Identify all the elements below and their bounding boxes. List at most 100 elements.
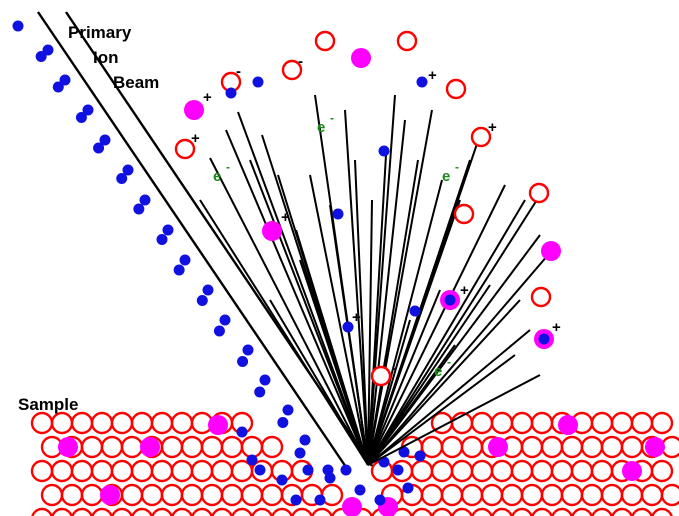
sputtered-atom-icon xyxy=(281,59,303,81)
primary-ion-icon xyxy=(294,447,306,459)
primary-ion-icon xyxy=(179,254,191,266)
primary-ion-icon xyxy=(139,194,151,206)
ejected-ion-icon xyxy=(416,76,428,88)
ejected-particles xyxy=(174,30,561,387)
charge-plus: + xyxy=(488,119,497,136)
primary-ion-icon xyxy=(246,454,258,466)
sample-atom-icon xyxy=(391,507,413,516)
sputtered-impurity-icon xyxy=(541,241,561,261)
impurity-atom-icon xyxy=(140,437,160,457)
trajectory-line xyxy=(367,254,549,466)
primary-ion-icon xyxy=(42,44,54,56)
sample-atom-icon xyxy=(291,507,313,516)
electron-symbol: e xyxy=(317,119,325,136)
charge-minus: - xyxy=(236,63,241,80)
primary-ion-icon xyxy=(52,81,64,93)
sputtered-atom-icon xyxy=(314,30,336,52)
primary-ion-icon xyxy=(162,224,174,236)
primary-ion-icon xyxy=(12,20,24,32)
primary-ion-icon xyxy=(122,164,134,176)
primary-ion-icon xyxy=(237,356,249,367)
sample-atom-icon xyxy=(311,507,333,516)
electron-sign: - xyxy=(330,111,334,125)
primary-ion-icon xyxy=(202,284,214,296)
electron-symbol: e xyxy=(434,363,442,380)
trajectory-line xyxy=(367,354,516,466)
trajectory-line xyxy=(367,299,521,466)
sample-atom-icon xyxy=(151,507,173,516)
primary-ion-icon xyxy=(225,87,237,99)
primary-ion-icon xyxy=(324,472,336,484)
sputtered-atom-icon xyxy=(445,78,467,100)
trajectory-line xyxy=(354,159,369,466)
primary-ion-icon xyxy=(93,142,105,154)
primary-ion-icon xyxy=(254,386,266,398)
primary-ion-icon xyxy=(276,474,288,486)
sample-atom-icon xyxy=(551,507,573,516)
primary-ion-icon xyxy=(378,145,390,157)
trajectory-line xyxy=(367,344,456,466)
sputtered-impurity-icon xyxy=(351,48,371,68)
primary-ion-icon xyxy=(35,51,47,62)
primary-ion-icon xyxy=(259,374,271,386)
primary-ion-icon xyxy=(374,494,386,506)
electron-symbol: e xyxy=(213,168,221,185)
sample-atom-icon xyxy=(660,483,679,507)
impurity-atom-icon xyxy=(622,461,642,481)
trajectory-line xyxy=(225,129,369,466)
trajectory-line xyxy=(367,199,526,466)
sputtered-atom-icon xyxy=(370,365,392,387)
trajectory-line xyxy=(367,179,443,466)
impurity-atom-icon xyxy=(100,485,120,505)
sample-atom-icon xyxy=(351,507,373,516)
ejected-ion-icon xyxy=(342,321,354,333)
trajectory-line xyxy=(367,284,491,466)
primary-ion-icon xyxy=(538,333,550,345)
electron-label-1: e - xyxy=(317,111,334,136)
charge-plus: + xyxy=(191,130,200,147)
sample-atom-icon xyxy=(331,507,353,516)
charge-plus: + xyxy=(352,309,361,326)
primary-ion-icon xyxy=(402,482,414,494)
sample-atom-icon xyxy=(191,507,213,516)
impurity-atom-icon xyxy=(208,415,228,435)
trajectory-line xyxy=(367,199,373,466)
primary-ion-icon xyxy=(75,112,87,123)
primary-ion-icon xyxy=(414,450,426,462)
sample-atom-icon xyxy=(31,507,53,516)
primary-ion-icon xyxy=(236,426,248,438)
primary-ion-icon xyxy=(378,456,390,468)
charge-plus: + xyxy=(203,89,212,106)
primary-ion-icon xyxy=(392,464,404,476)
primary-ion-icon xyxy=(302,464,314,476)
primary-ion-icon xyxy=(82,104,94,116)
sample-atom-icon xyxy=(51,507,73,516)
primary-ion-icon xyxy=(290,494,302,506)
primary-ion-icon xyxy=(254,464,266,476)
primary-ion-icon xyxy=(133,203,145,215)
electron-sign: - xyxy=(447,355,451,369)
sputtered-impurity-icon xyxy=(184,100,204,120)
sputtered-atom-icon xyxy=(528,182,550,204)
trajectory-line xyxy=(367,119,406,466)
sample-atom-icon xyxy=(231,507,253,516)
ejection-trajectories xyxy=(199,94,549,466)
electron-sign: - xyxy=(226,160,230,174)
trajectory-line xyxy=(367,134,481,466)
sample-atom-icon xyxy=(91,507,113,516)
charge-plus: + xyxy=(428,67,437,84)
impurity-atom-icon xyxy=(342,497,362,516)
primary-ion-icon xyxy=(196,295,208,306)
sample-atom-icon xyxy=(131,507,153,516)
sputtered-atom-icon xyxy=(396,30,418,52)
trajectory-line xyxy=(344,109,369,466)
charge-plus: + xyxy=(552,319,561,336)
sample-atom-icon xyxy=(260,435,284,459)
sputtered-impurity-icon xyxy=(262,221,282,241)
sample-atom-icon xyxy=(111,507,133,516)
sample-atom-icon xyxy=(71,507,93,516)
primary-ion-icon xyxy=(444,294,456,306)
sample-atom-icon xyxy=(651,507,673,516)
trajectory-line xyxy=(237,111,369,466)
